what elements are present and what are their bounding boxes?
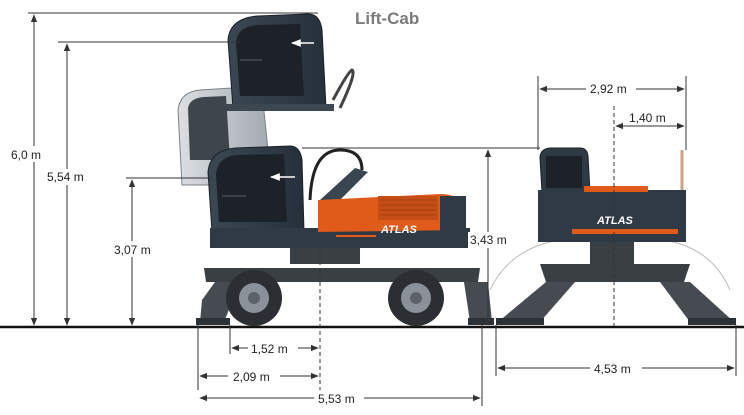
- dim-length-total: 5,53 m: [199, 325, 483, 406]
- label-height-cab-raised: 5,54 m: [47, 170, 84, 184]
- cab-lowered: [207, 145, 305, 233]
- wheel-front: [388, 270, 444, 326]
- side-view-machine: ATLAS: [177, 13, 494, 326]
- rear-brand-logo: ATLAS: [596, 215, 634, 227]
- dim-height-cab-lowered: 3,07 m: [112, 177, 212, 326]
- label-width-upper: 2,92 m: [590, 82, 627, 96]
- dim-height-max: 6,0 m: [11, 12, 318, 326]
- side-brand-logo: ATLAS: [380, 224, 418, 236]
- dim-distance-1: 1,52 m: [229, 325, 319, 356]
- label-distance-2: 2,09 m: [233, 370, 270, 384]
- label-height-machine: 3,43 m: [470, 233, 507, 247]
- dim-width-chassis: 4,53 m: [495, 325, 737, 376]
- label-height-cab-lowered: 3,07 m: [114, 243, 151, 257]
- dim-width-half: 1,40 m: [613, 106, 685, 326]
- upper-carriage: ATLAS: [210, 194, 470, 248]
- wheel-rear: [226, 270, 282, 326]
- label-distance-1: 1,52 m: [251, 342, 288, 356]
- label-length-total: 5,53 m: [318, 392, 355, 406]
- label-width-half: 1,40 m: [629, 111, 666, 125]
- dim-height-machine: 3,43 m: [302, 147, 540, 326]
- label-width-chassis: 4,53 m: [594, 362, 631, 376]
- boom-stub: [308, 148, 368, 205]
- diagram-title: Lift-Cab: [355, 9, 419, 28]
- cab-raised: [226, 13, 355, 111]
- label-height-max: 6,0 m: [11, 148, 41, 162]
- dim-height-cab-raised: 5,54 m: [47, 41, 240, 326]
- rear-view-machine: ATLAS: [489, 147, 736, 325]
- dim-distance-2: 2,09 m: [197, 325, 319, 390]
- dim-width-upper: 2,92 m: [537, 76, 687, 150]
